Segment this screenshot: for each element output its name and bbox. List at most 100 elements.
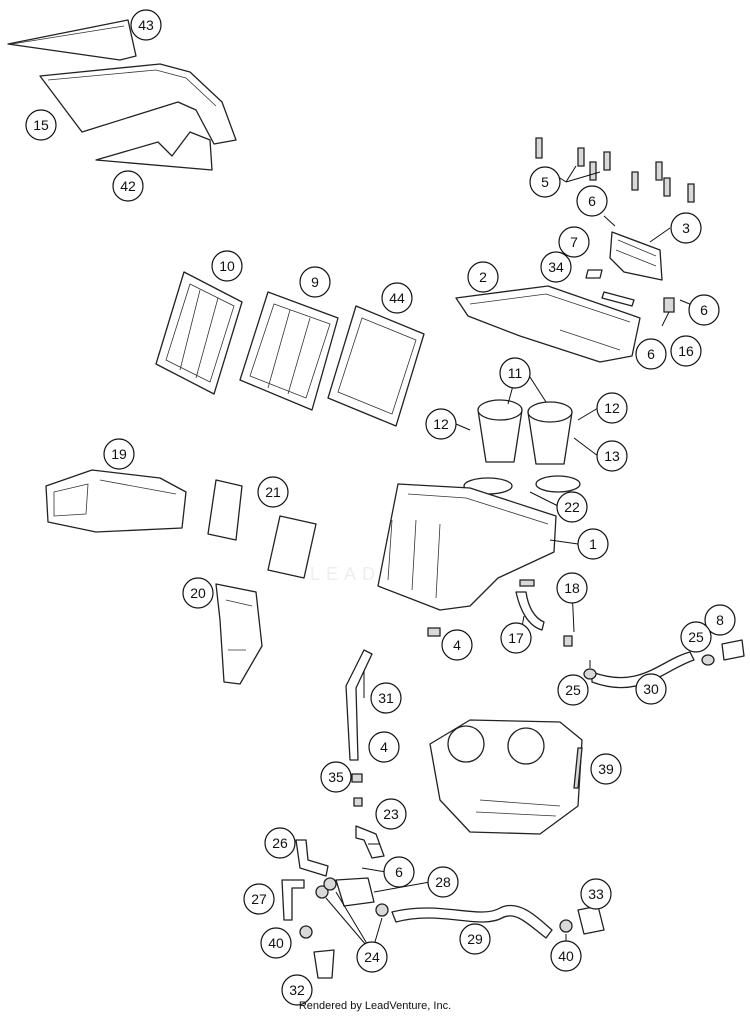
part-9-filter-frame — [239, 291, 339, 411]
callout-4-lower: 4 — [368, 731, 400, 763]
part-40-cap — [299, 919, 573, 939]
svg-text:3: 3 — [682, 220, 690, 236]
part-18-clamp — [519, 579, 573, 647]
svg-text:7: 7 — [570, 234, 578, 250]
part-1-airbox — [377, 483, 557, 611]
callout-7: 7 — [558, 226, 590, 258]
callout-12-left: 12 — [425, 408, 457, 440]
callout-10: 10 — [211, 250, 243, 282]
svg-text:28: 28 — [435, 874, 451, 890]
svg-text:6: 6 — [395, 864, 403, 880]
part-29-hose — [391, 904, 553, 939]
callout-20: 20 — [182, 577, 214, 609]
part-4-clamp — [351, 627, 441, 783]
part-2-airbox-lid — [455, 285, 641, 363]
svg-text:12: 12 — [433, 416, 449, 432]
part-30-hose — [591, 651, 695, 689]
throttle-body-assembly — [429, 719, 583, 835]
svg-text:6: 6 — [700, 302, 708, 318]
svg-text:23: 23 — [383, 806, 399, 822]
svg-text:4: 4 — [380, 739, 388, 755]
callout-15: 15 — [25, 109, 57, 141]
part-11-intake-bells — [477, 399, 573, 465]
callout-32: 32 — [281, 974, 313, 1006]
svg-text:27: 27 — [251, 891, 267, 907]
callout-33: 33 — [580, 878, 612, 910]
part-31-vent-hose — [345, 649, 373, 761]
callout-19: 19 — [103, 438, 135, 470]
callout-26: 26 — [264, 827, 296, 859]
part-44-filter-screen — [327, 305, 425, 427]
part-16-fitting — [661, 297, 675, 327]
svg-text:21: 21 — [265, 484, 281, 500]
part-17-hose — [515, 591, 545, 631]
callout-40-right: 40 — [550, 940, 582, 972]
part-21-seals — [207, 479, 317, 579]
svg-text:10: 10 — [219, 258, 235, 274]
callout-11: 11 — [499, 357, 531, 389]
part-5-bolts — [535, 137, 695, 203]
part-3-bracket — [609, 231, 663, 281]
callout-9: 9 — [299, 266, 331, 298]
svg-text:12: 12 — [604, 400, 620, 416]
svg-text:8: 8 — [716, 612, 724, 628]
callout-18: 18 — [556, 572, 588, 604]
part-24-clamps — [315, 877, 389, 917]
part-28-valve — [335, 877, 375, 907]
svg-text:9: 9 — [311, 274, 319, 290]
part-7-clip — [585, 269, 603, 279]
svg-text:25: 25 — [565, 682, 581, 698]
svg-text:40: 40 — [268, 935, 284, 951]
part-39-pin — [573, 747, 583, 789]
callout-25-right: 25 — [680, 621, 712, 653]
leader-lines — [325, 165, 705, 953]
callout-3: 3 — [670, 212, 702, 244]
callout-2: 2 — [467, 261, 499, 293]
part-19-intake-duct — [45, 469, 187, 533]
callout-6-right: 6 — [688, 294, 720, 326]
callout-28: 28 — [427, 866, 459, 898]
svg-text:6: 6 — [588, 193, 596, 209]
svg-text:26: 26 — [272, 835, 288, 851]
part-25-clamps — [583, 654, 715, 680]
part-43-decal — [7, 19, 137, 61]
svg-text:11: 11 — [508, 365, 523, 381]
callout-35: 35 — [320, 761, 352, 793]
callout-1: 1 — [577, 528, 609, 560]
part-42-decal — [95, 131, 213, 171]
svg-text:33: 33 — [588, 886, 604, 902]
footer-credit: Rendered by LeadVenture, Inc. — [298, 1000, 452, 1012]
part-10-filter — [155, 271, 243, 395]
svg-text:18: 18 — [564, 580, 580, 596]
svg-text:31: 31 — [378, 690, 394, 706]
callout-12-right: 12 — [596, 392, 628, 424]
svg-text:44: 44 — [389, 290, 405, 306]
callout-21: 21 — [257, 476, 289, 508]
svg-text:40: 40 — [558, 948, 574, 964]
svg-text:24: 24 — [364, 949, 380, 965]
svg-text:34: 34 — [548, 259, 564, 275]
callout-29: 29 — [459, 923, 491, 955]
callout-43: 43 — [130, 9, 162, 41]
svg-text:20: 20 — [190, 585, 206, 601]
callout-39: 39 — [590, 753, 622, 785]
callout-22: 22 — [556, 491, 588, 523]
svg-text:6: 6 — [647, 346, 655, 362]
part-27-elbow — [281, 879, 305, 921]
callout-25-left: 25 — [557, 674, 589, 706]
svg-text:25: 25 — [688, 629, 704, 645]
svg-text:5: 5 — [541, 174, 549, 190]
callout-44: 44 — [381, 282, 413, 314]
svg-text:43: 43 — [138, 17, 154, 33]
svg-text:39: 39 — [598, 761, 614, 777]
svg-text:35: 35 — [328, 769, 344, 785]
svg-text:13: 13 — [604, 448, 620, 464]
svg-text:16: 16 — [678, 343, 694, 359]
callout-27: 27 — [243, 883, 275, 915]
svg-text:17: 17 — [508, 630, 524, 646]
svg-text:4: 4 — [453, 637, 461, 653]
part-8-valve — [721, 639, 745, 661]
callout-6-upper: 6 — [576, 185, 608, 217]
part-33-fitting — [577, 905, 605, 935]
svg-text:32: 32 — [289, 982, 305, 998]
